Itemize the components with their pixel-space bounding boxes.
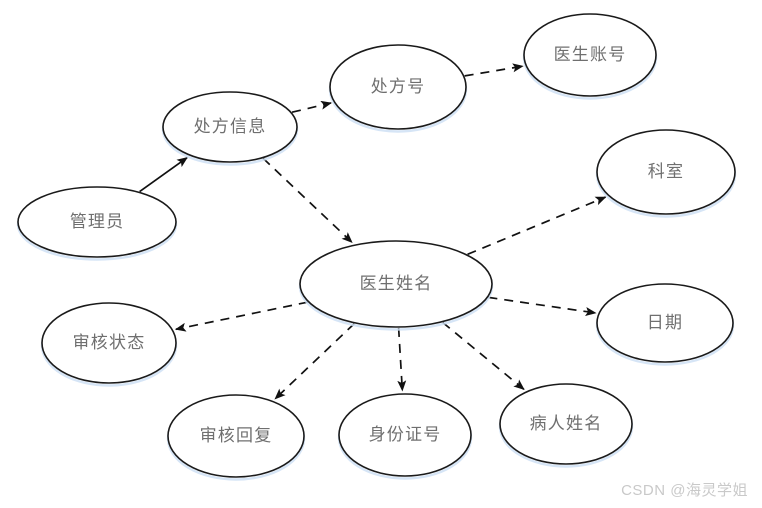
edge-doctor-name-to-audit-state xyxy=(174,301,308,332)
csdn-watermark: CSDN @海灵学姐 xyxy=(621,482,748,499)
edge-admin-to-rx-info xyxy=(139,156,188,193)
node-label-patient-name: 病人姓名 xyxy=(530,414,603,433)
node-shape-audit-state[interactable] xyxy=(41,302,177,384)
node-date[interactable]: 日期 xyxy=(595,283,735,366)
edge-rx-info-to-rx-no xyxy=(291,100,333,114)
node-shape-id-number[interactable] xyxy=(338,393,472,477)
node-label-audit-state: 审核状态 xyxy=(73,333,146,352)
node-audit-reply[interactable]: 审核回复 xyxy=(166,394,306,481)
node-label-department: 科室 xyxy=(648,162,684,181)
node-admin[interactable]: 管理员 xyxy=(16,186,178,261)
node-shape-date[interactable] xyxy=(596,283,734,363)
node-shape-admin[interactable] xyxy=(17,186,177,258)
edge-rx-info-to-doctor-name xyxy=(262,157,353,243)
edges-layer xyxy=(139,63,607,400)
node-label-admin: 管理员 xyxy=(70,212,125,231)
edge-doctor-name-to-audit-reply xyxy=(274,323,355,400)
node-doctor-name[interactable]: 医生姓名 xyxy=(298,240,494,331)
node-audit-state[interactable]: 审核状态 xyxy=(40,302,178,387)
edge-doctor-name-to-date xyxy=(488,296,597,316)
node-shape-department[interactable] xyxy=(596,129,736,215)
node-id-number[interactable]: 身份证号 xyxy=(337,393,473,480)
node-shape-audit-reply[interactable] xyxy=(167,394,305,478)
edge-doctor-name-to-id-number xyxy=(397,327,407,392)
edge-rx-no-to-doctor-acct xyxy=(464,63,524,77)
node-rx-no[interactable]: 处方号 xyxy=(328,44,468,133)
node-shape-doctor-acct[interactable] xyxy=(523,13,657,97)
node-rx-info[interactable]: 处方信息 xyxy=(161,91,299,166)
node-label-audit-reply: 审核回复 xyxy=(200,426,273,445)
node-shape-patient-name[interactable] xyxy=(499,383,633,465)
node-patient-name[interactable]: 病人姓名 xyxy=(498,383,634,468)
node-doctor-acct[interactable]: 医生账号 xyxy=(522,13,658,100)
node-department[interactable]: 科室 xyxy=(595,129,737,218)
node-label-doctor-acct: 医生账号 xyxy=(554,45,627,64)
node-label-id-number: 身份证号 xyxy=(369,425,442,444)
edge-doctor-name-to-patient-name xyxy=(442,321,525,391)
node-label-rx-no: 处方号 xyxy=(371,77,426,96)
edge-doctor-name-to-department xyxy=(467,196,607,256)
node-label-date: 日期 xyxy=(647,313,683,332)
node-shape-rx-no[interactable] xyxy=(329,44,467,130)
node-shape-doctor-name[interactable] xyxy=(299,240,493,328)
node-label-doctor-name: 医生姓名 xyxy=(360,274,433,293)
node-shape-rx-info[interactable] xyxy=(162,91,298,163)
node-label-rx-info: 处方信息 xyxy=(194,117,267,136)
